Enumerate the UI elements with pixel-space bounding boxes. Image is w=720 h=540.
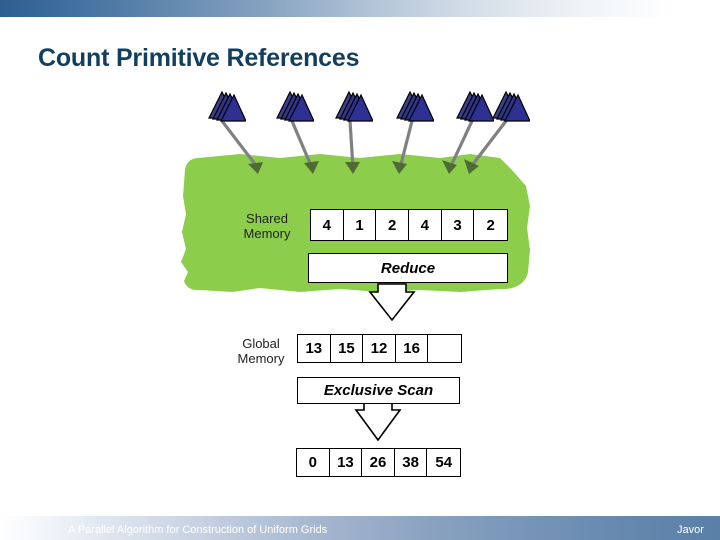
triangle-primitive-stack (208, 90, 246, 122)
triangle-primitive-stack (335, 90, 373, 122)
global-memory-cell: 15 (330, 335, 364, 362)
global-memory-cell: 13 (298, 335, 331, 362)
global-memory-cell (428, 335, 462, 362)
global-memory-label: Global Memory (222, 336, 300, 366)
shared-memory-label-line1: Shared (246, 211, 288, 226)
shared-memory-label: Shared Memory (228, 211, 306, 241)
global-memory-label-line1: Global (242, 336, 280, 351)
footer-gradient-bar (0, 516, 720, 540)
shared-memory-cell: 2 (474, 210, 508, 240)
shared-memory-cell: 3 (441, 210, 475, 240)
primitive-arrowheads (248, 159, 479, 174)
shared-memory-label-line2: Memory (243, 226, 291, 241)
footer-paper-title: A Parallel Algorithm for Construction of… (68, 524, 328, 536)
triangle-primitive-stack (396, 90, 434, 122)
page-title: Count Primitive References (38, 44, 360, 72)
shared-memory-cell: 2 (376, 210, 410, 240)
triangle-primitive-stack (456, 90, 494, 122)
exclusive-scan-operation-box: Exclusive Scan (297, 377, 460, 404)
scan-result-cell-row: 0 13 26 38 54 (296, 448, 461, 477)
shared-memory-cell: 4 (409, 210, 442, 240)
scan-result-cell: 13 (329, 449, 363, 476)
scan-result-cell: 54 (427, 449, 461, 476)
reduce-to-global-funnel-arrow (368, 283, 416, 322)
global-memory-cell: 16 (395, 335, 429, 362)
scan-result-cell: 26 (362, 449, 395, 476)
scan-result-cell: 38 (394, 449, 428, 476)
scan-to-result-funnel-arrow (354, 401, 402, 442)
global-memory-label-line2: Memory (237, 351, 285, 366)
triangle-primitive-stack (276, 90, 314, 122)
reduce-operation-box: Reduce (308, 253, 508, 283)
shared-memory-cell: 4 (311, 210, 344, 240)
shared-memory-cell: 1 (343, 210, 377, 240)
primitive-arrows (220, 120, 508, 169)
footer-author-name: Javor (677, 524, 704, 536)
triangle-primitive-stack (492, 90, 530, 122)
top-gradient-bar (0, 0, 720, 17)
global-memory-cell-row: 13 15 12 16 (297, 334, 462, 363)
shared-memory-cell-row: 4 1 2 4 3 2 (310, 209, 508, 241)
global-memory-cell: 12 (363, 335, 396, 362)
scan-result-cell: 0 (297, 449, 330, 476)
